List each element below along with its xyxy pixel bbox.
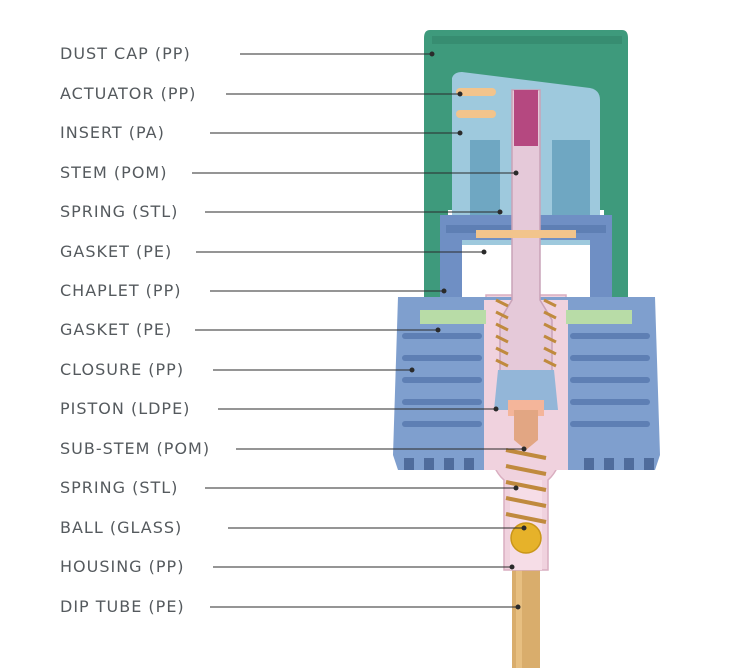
label-ball: BALL (GLASS): [60, 518, 183, 537]
label-gasket-lower: GASKET (PE): [60, 320, 173, 339]
label-insert: INSERT (PA): [60, 123, 165, 142]
label-housing: HOUSING (PP): [60, 557, 185, 576]
ball: [510, 522, 542, 554]
closure-teeth: [404, 458, 654, 470]
label-sub-stem: SUB-STEM (POM): [60, 439, 211, 458]
label-gasket-upper: GASKET (PE): [60, 242, 173, 261]
label-closure: CLOSURE (PP): [60, 360, 185, 379]
label-stem: STEM (POM): [60, 163, 168, 182]
spring-upper: [495, 298, 557, 368]
leader-lines: [192, 51, 527, 610]
closure-threads: [402, 333, 650, 427]
label-dust-cap: DUST CAP (PP): [60, 44, 191, 63]
label-dip-tube: DIP TUBE (PE): [60, 597, 185, 616]
spring-lower: [505, 448, 547, 524]
sub-stem: [514, 410, 538, 450]
label-spring-upper: SPRING (STL): [60, 202, 179, 221]
label-spring-lower: SPRING (STL): [60, 478, 179, 497]
label-piston: PISTON (LDPE): [60, 399, 191, 418]
insert: [456, 88, 496, 118]
gasket-upper: [476, 230, 576, 238]
label-actuator: ACTUATOR (PP): [60, 84, 197, 103]
label-chaplet: CHAPLET (PP): [60, 281, 182, 300]
